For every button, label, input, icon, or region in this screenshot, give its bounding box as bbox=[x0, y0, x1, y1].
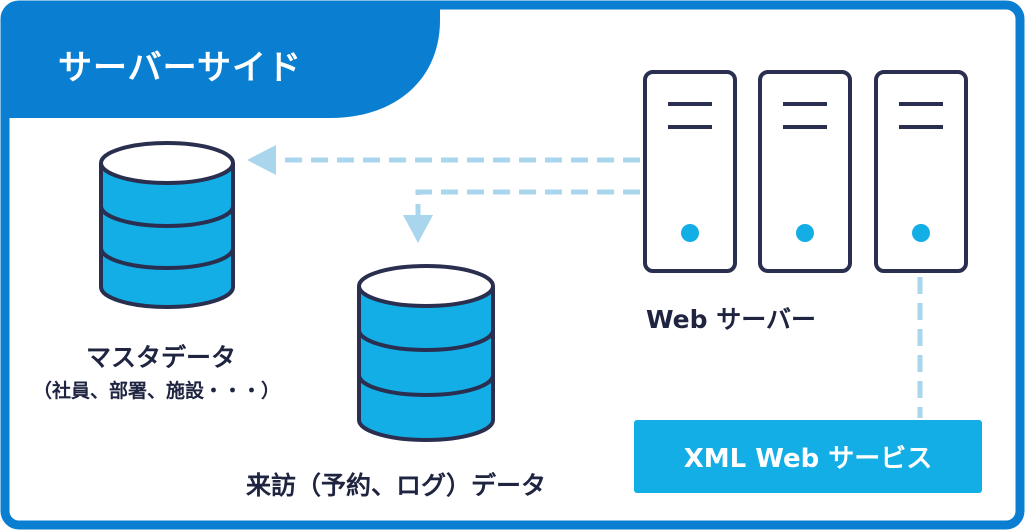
arrowhead-left bbox=[247, 145, 276, 175]
master-data-label: マスタデータ bbox=[86, 343, 237, 372]
arrowhead-down bbox=[403, 215, 433, 243]
dashed-arrow-to-visit bbox=[415, 189, 640, 220]
header-tab bbox=[5, 5, 440, 118]
web-server-label: Web サーバー bbox=[646, 305, 816, 334]
server-icon bbox=[874, 70, 968, 273]
section-title: サーバーサイド bbox=[58, 48, 302, 88]
visit-data-label: 来訪（予約、ログ）データ bbox=[246, 471, 547, 500]
xml-web-service-box: XML Web サービス bbox=[634, 420, 982, 493]
xml-web-service-label: XML Web サービス bbox=[683, 444, 933, 474]
master-database-icon bbox=[99, 141, 235, 309]
visit-database-icon bbox=[357, 264, 495, 442]
server-icon bbox=[758, 70, 852, 273]
master-data-sublabel: （社員、部署、施設・・・） bbox=[33, 380, 281, 402]
server-icon bbox=[643, 70, 737, 273]
